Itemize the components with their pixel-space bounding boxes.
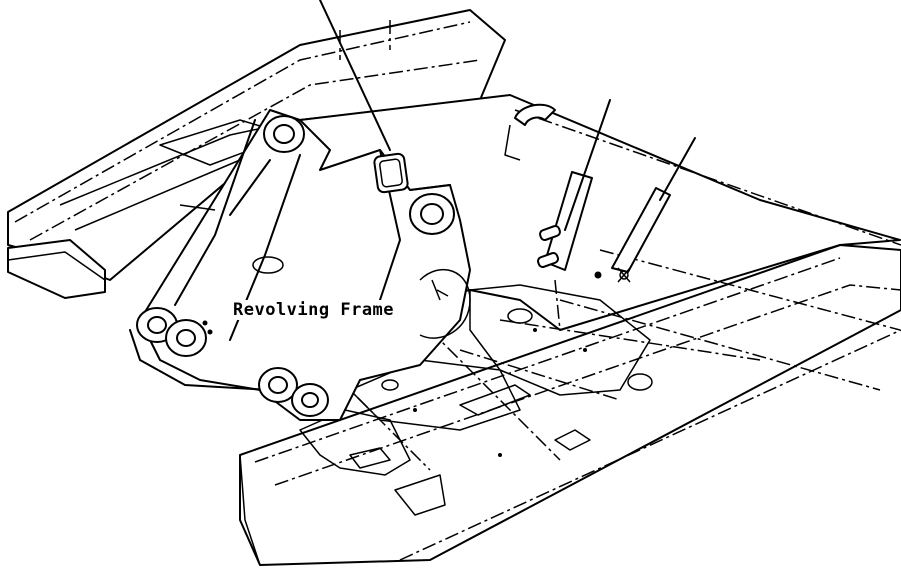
cover-plate xyxy=(319,0,409,194)
leader-line-strip xyxy=(659,137,696,201)
revolving-frame-label: Revolving Frame xyxy=(231,300,397,320)
right-track-frame xyxy=(239,244,901,566)
hook-detail xyxy=(504,103,556,161)
right-strip xyxy=(594,137,696,283)
side-bracket xyxy=(537,99,611,271)
leader-line-slots xyxy=(564,99,611,231)
leader-line-cover xyxy=(319,0,391,151)
